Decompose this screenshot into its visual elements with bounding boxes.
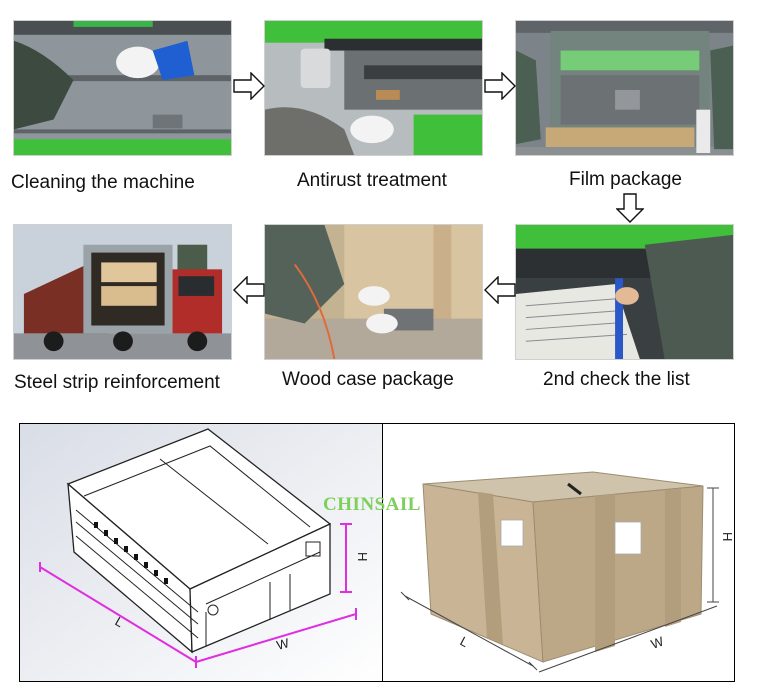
crate-height-label: H: [720, 532, 735, 541]
photo-cleaning-machine: [13, 20, 232, 156]
caption-steel-strip-reinforcement: Steel strip reinforcement: [14, 372, 220, 393]
caption-2nd-check-list: 2nd check the list: [543, 369, 690, 390]
arrow-down-icon: [616, 193, 644, 223]
crate-length-label: L: [458, 633, 471, 650]
chinsail-watermark: CHINSAIL: [323, 494, 421, 515]
arrow-left-icon: [484, 276, 516, 304]
arrow-right-icon: [484, 72, 516, 100]
machine-dimension-diagram: L W H: [19, 423, 383, 682]
photo-film-package: [515, 20, 734, 156]
arrow-right-icon: [233, 72, 265, 100]
caption-antirust-treatment: Antirust treatment: [297, 170, 447, 191]
machine-height-label: H: [355, 552, 370, 561]
crate-width-label: W: [649, 633, 666, 652]
photo-wood-case-package: [264, 224, 483, 360]
caption-cleaning-machine: Cleaning the machine: [11, 172, 195, 193]
photo-steel-strip-reinforcement: [13, 224, 232, 360]
machine-width-label: W: [275, 635, 291, 653]
photo-2nd-check-list: [515, 224, 734, 360]
caption-film-package: Film package: [569, 169, 682, 190]
caption-wood-case-package: Wood case package: [282, 369, 454, 390]
photo-antirust-treatment: [264, 20, 483, 156]
arrow-left-icon: [233, 276, 265, 304]
wooden-crate-dimension-diagram: L W H: [382, 423, 735, 682]
